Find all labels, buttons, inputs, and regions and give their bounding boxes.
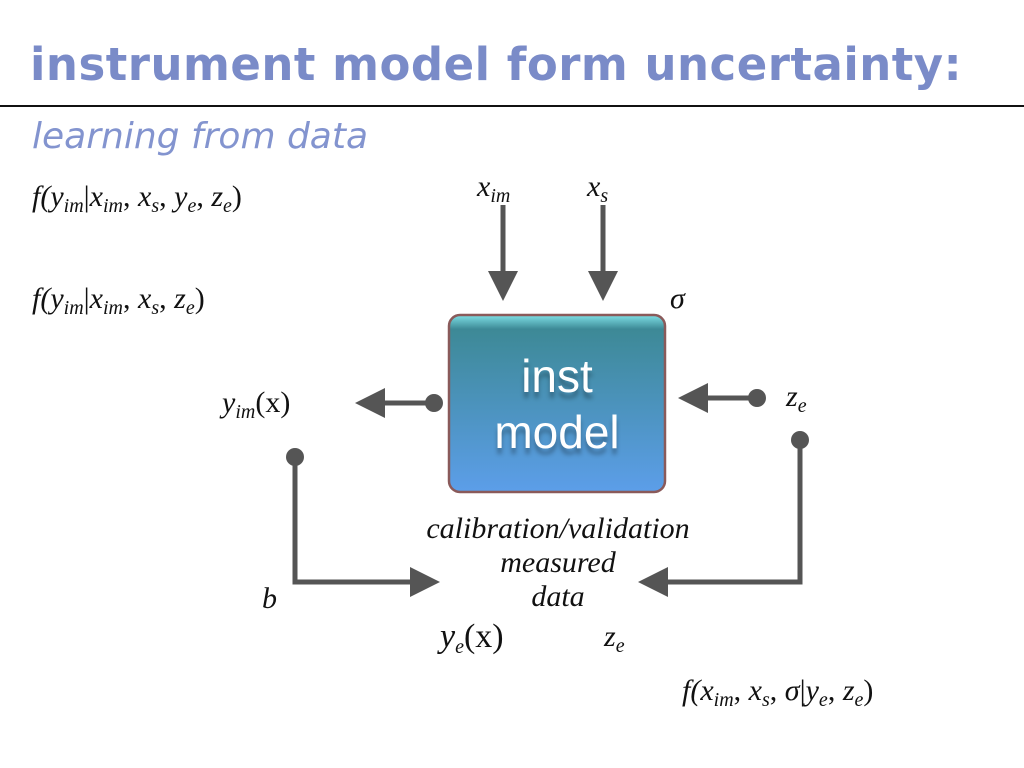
eq-sub: e [818, 689, 828, 711]
eq-sub: s [151, 297, 160, 319]
eq-text: | [83, 282, 90, 315]
eq-sub: e [187, 195, 197, 217]
box-label-line1: inst [521, 349, 593, 402]
eq-text: z [174, 282, 186, 315]
var: y [440, 618, 456, 655]
data-label-line3: data [531, 580, 585, 613]
eq-text: | [799, 674, 806, 707]
eq-text: ) [231, 180, 242, 213]
eq-text: z [842, 674, 855, 707]
eq-text: y [50, 180, 64, 213]
equation-reduced-likelihood: f(yim|xim, xs, ze) [32, 282, 205, 320]
arrow-bias-to-data [292, 457, 440, 597]
label-bias: b [262, 582, 277, 615]
eq-text: σ [784, 674, 800, 707]
eq-text: , [159, 180, 175, 213]
eq-sub: e [223, 195, 232, 217]
var: x [587, 170, 601, 203]
label-y-im-x: yim(x) [222, 386, 290, 424]
var-sub: im [235, 401, 256, 423]
arrow-z-e-to-data [638, 440, 803, 597]
eq-sub: s [761, 689, 770, 711]
inst-model-box [447, 313, 667, 494]
dot-bias [286, 448, 304, 466]
var: z [604, 620, 616, 653]
dot-z-e-data [791, 431, 809, 449]
eq-text: , [123, 180, 138, 213]
eq-text: , [769, 674, 785, 707]
eq-sub: e [185, 297, 195, 319]
var-sub: s [600, 185, 609, 207]
eq-text: z [211, 180, 224, 213]
eq-text: x [89, 180, 103, 213]
eq-text: y [174, 180, 188, 213]
var: x [477, 170, 491, 203]
eq-sub: s [151, 195, 160, 217]
eq-text: f( [32, 180, 51, 213]
equation-full-likelihood: f(yim|xim, xs, ye, ze) [32, 180, 242, 218]
equation-posterior: f(xim, xs, σ|ye, ze) [682, 674, 873, 712]
eq-text: | [83, 180, 90, 213]
slide-subtitle: learning from data [32, 116, 369, 157]
label-x-s: xs [587, 170, 608, 208]
eq-sub: im [103, 195, 123, 217]
eq-sub: im [103, 297, 123, 319]
box-label-line2: model [494, 405, 620, 458]
eq-sub: im [713, 689, 734, 711]
eq-text: x [89, 282, 103, 315]
data-label-line1: calibration/validation [426, 512, 690, 545]
var: y [222, 386, 236, 419]
data-label-line2: measured [500, 546, 616, 579]
dot-z-e [748, 389, 766, 407]
var-sub: e [615, 635, 625, 657]
eq-text: ) [194, 282, 205, 315]
title-divider [0, 105, 1024, 107]
inst-model-label: inst model [449, 315, 665, 492]
eq-text: y [805, 674, 819, 707]
label-z-e: ze [786, 380, 807, 418]
eq-text: ) [863, 674, 874, 707]
eq-text: , [196, 180, 212, 213]
eq-text: , [159, 282, 175, 315]
eq-text: x [700, 674, 714, 707]
eq-text: y [50, 282, 64, 315]
eq-text: , [123, 282, 138, 315]
eq-text: f( [32, 282, 51, 315]
eq-text: , [827, 674, 843, 707]
label-z-e-data: ze [604, 620, 625, 658]
data-label: calibration/validation measured data [358, 512, 758, 614]
eq-sub: e [854, 689, 864, 711]
var-arg: (x) [463, 618, 504, 655]
var-sub: e [455, 636, 464, 658]
var-sub: im [490, 185, 511, 207]
label-y-e-x: ye(x) [440, 618, 504, 659]
eq-text: x [138, 282, 152, 315]
eq-sub: im [63, 195, 84, 217]
label-x-im: xim [477, 170, 510, 208]
eq-text: , [733, 674, 749, 707]
eq-text: f( [682, 674, 701, 707]
var: z [786, 380, 798, 413]
eq-text: x [748, 674, 762, 707]
label-sigma: σ [670, 282, 685, 315]
var-sub: e [797, 395, 807, 417]
slide-title: instrument model form uncertainty: [30, 38, 963, 91]
eq-text: x [138, 180, 152, 213]
eq-sub: im [63, 297, 84, 319]
var-arg: (x) [255, 386, 291, 419]
dot-y-im [425, 394, 443, 412]
